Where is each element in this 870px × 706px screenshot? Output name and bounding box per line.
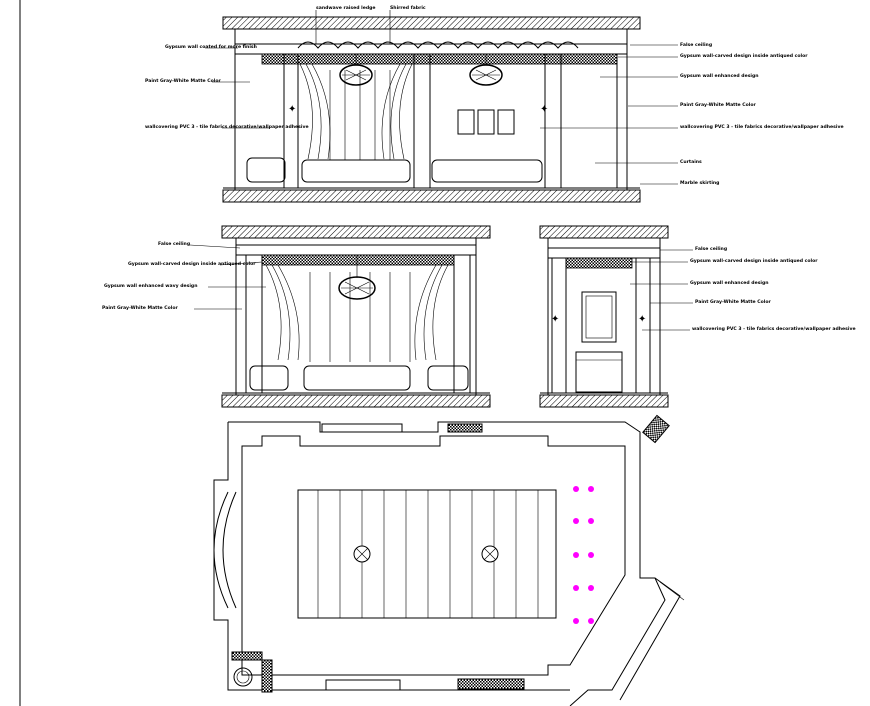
column [283,53,299,189]
armchair [427,365,469,391]
sofa [431,159,543,183]
column [245,254,263,394]
floor-slab [221,394,491,408]
cornice-band [261,53,618,65]
label-right: Marble skirting [680,180,719,186]
false-ceiling-band [547,247,661,259]
label-right: Paint Gray-White Matte Color [680,102,757,108]
label-right: wallcovering PVC 3 - tile fabrics decora… [692,326,856,332]
spot-light-icon [573,486,579,492]
outer-wall [213,421,666,706]
round-column [233,667,253,687]
bay-window [213,491,229,609]
picture-frame [497,109,515,135]
column [413,53,431,189]
label-top: Shirred fabric [390,5,426,11]
label-top: sandwave raised ledge [316,5,376,11]
hatched-wall-section [447,423,483,433]
elevation-3: ✦ ✦ False ceiling Gypsum wall-carved des… [539,225,856,408]
cornice-band [565,257,633,269]
label-right: Gypsum wall-carved design inside antique… [690,258,818,264]
label-right: False ceiling [695,246,727,252]
column [635,257,651,394]
spot-light-icon [573,552,579,558]
armchair [246,157,286,183]
hatched-wall-section [457,678,525,690]
curtain-left [265,264,300,361]
label-left: Gypsum wall coated for more finish [165,44,257,50]
window [321,423,403,433]
elevation-1: ✦ ✦ sandwave raised ledge Shirred fabric… [145,5,844,203]
ceiling-slab [222,16,641,30]
label-right: Paint Gray-White Matte Color [695,299,772,305]
spot-light-icon [588,552,594,558]
picture-frame [477,109,495,135]
label-left: Gypsum wall-carved design inside antique… [128,261,256,267]
console-table [575,351,623,393]
floor-slab [222,189,641,203]
ceiling-slab [221,225,491,239]
chandelier-icon [338,255,376,300]
inner-wall [241,435,626,676]
label-left: False ceiling [158,241,190,247]
spot-light-icon [588,585,594,591]
mirror-frame [581,291,617,343]
chandelier-icon [339,54,373,86]
spot-light-icon [588,618,594,624]
spot-light-icon [573,585,579,591]
window [325,679,401,691]
hatched-wall-section [231,651,263,661]
cornice-band [261,254,455,266]
sofa [303,365,411,391]
ceiling-panel [297,489,557,619]
wall-sconce-icon: ✦ [540,104,548,115]
column [551,257,567,394]
label-right: Gypsum wall enhanced design [690,280,769,286]
ceiling-plan [213,414,685,706]
label-right: False ceiling [680,42,712,48]
spot-light-icon [573,618,579,624]
wavy-valance [297,41,579,49]
curtain-right [414,264,449,361]
sofa [301,159,411,183]
floor-slab [539,394,669,408]
hatched-wall-section [261,659,273,693]
curtain-left [299,63,331,160]
ceiling-slab [539,225,669,239]
label-right: Curtains [680,159,702,165]
label-right: Gypsum wall enhanced design [680,73,759,79]
wall-sconce-icon: ✦ [638,314,646,325]
ceiling-slats [317,490,539,618]
curtain-right [381,63,413,160]
column [544,53,562,189]
picture-frame [457,109,475,135]
spot-light-icon [588,486,594,492]
spot-lights [573,486,594,624]
false-ceiling-band [234,43,628,55]
chandelier-plan-icon [481,545,499,563]
column [616,53,628,189]
label-left: Gypsum wall enhanced wavy design [104,283,198,289]
chandelier-icon [469,54,503,86]
wall-sconce-icon: ✦ [551,314,559,325]
label-left: wallcovering PVC 3 - tile fabrics decora… [145,124,309,130]
armchair [249,365,289,391]
spot-light-icon [573,518,579,524]
false-ceiling-band [235,244,477,256]
chandelier-plan-icon [353,545,371,563]
wall-sconce-icon: ✦ [288,104,296,115]
label-right: wallcovering PVC 3 - tile fabrics decora… [680,124,844,130]
spot-light-icon [588,518,594,524]
hatched-wall-section [642,414,670,444]
elevation-2: False ceiling Gypsum wall-carved design … [102,225,491,408]
label-right: Gypsum wall-carved design inside antique… [680,53,808,59]
label-left: Paint Gray-White Matte Color [145,78,222,84]
label-left: Paint Gray-White Matte Color [102,305,179,311]
